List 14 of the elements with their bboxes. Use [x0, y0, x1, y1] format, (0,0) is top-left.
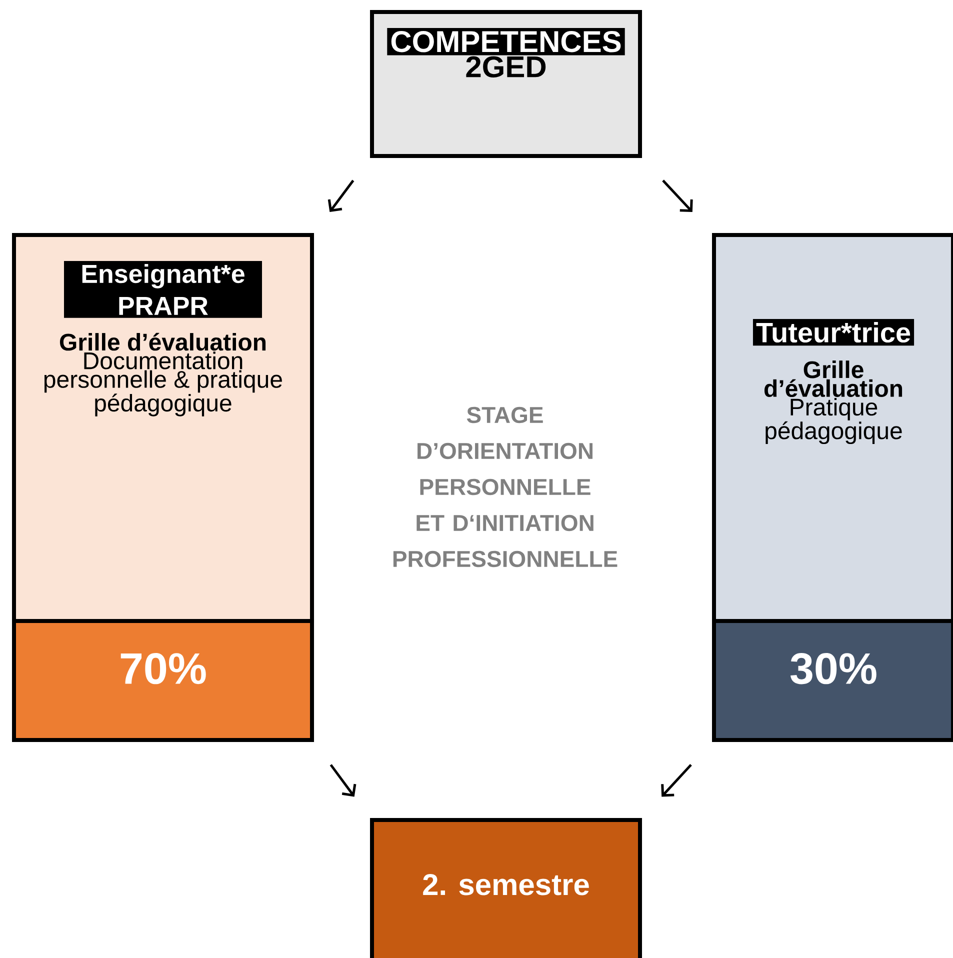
heading: Tuteur*trice: [752, 319, 914, 346]
text-box: 2. semestre: [370, 818, 642, 958]
arrow: [662, 180, 693, 212]
heading: COMPETENCES: [387, 28, 625, 56]
arrow: [328, 180, 354, 212]
text-box: Tuteur*trice Grille d’évaluation Pratique pédagogique: [712, 233, 953, 623]
text-box: Enseignant*e PRAPR Grille d’évaluation Documentation personnelle & pratique pédagogique: [12, 233, 314, 623]
arrow: [330, 764, 356, 797]
text-box: COMPETENCES 2GED: [370, 10, 642, 158]
arrow: [661, 764, 692, 797]
text-box: 30%: [712, 619, 953, 742]
center-text: STAGE D’ORIENTATION PERSONNELLE ET D‘INITIATION PROFESSIONNELLE: [393, 406, 618, 568]
text-box: 70%: [12, 619, 314, 742]
heading: Enseignant*e PRAPR: [64, 261, 262, 318]
